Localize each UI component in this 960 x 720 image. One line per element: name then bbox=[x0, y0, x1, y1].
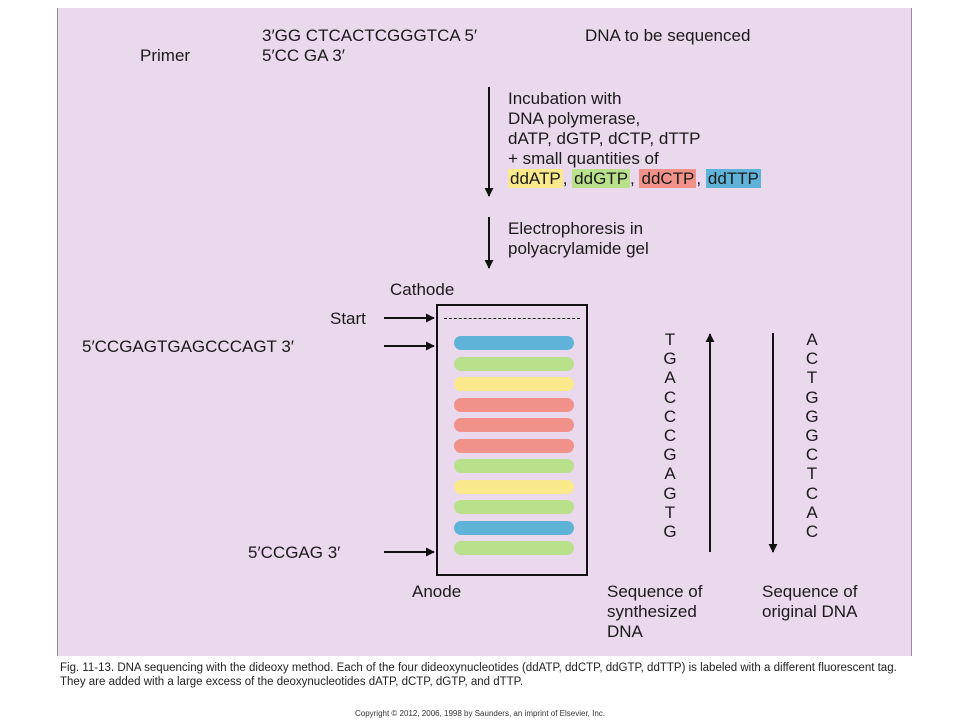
top-fragment-label: 5′CCGAGTGAGCCCAGT 3′ bbox=[82, 337, 294, 356]
step-electrophoresis-line: polyacrylamide gel bbox=[508, 239, 649, 258]
sequence-letter: C bbox=[805, 349, 819, 369]
step-incubation-line: dATP, dGTP, dCTP, dTTP bbox=[508, 129, 701, 148]
original-label-line: Sequence of bbox=[762, 582, 858, 601]
gel-band bbox=[454, 336, 574, 350]
step-electrophoresis: Electrophoresis in polyacrylamide gel bbox=[508, 219, 649, 259]
start-label: Start bbox=[330, 309, 366, 328]
primer-sequence: 5′CC GA 3′ bbox=[262, 46, 345, 65]
gel-band bbox=[454, 418, 574, 432]
sequence-letter: C bbox=[663, 406, 677, 426]
copyright-notice: Copyright © 2012, 2006, 1998 by Saunders… bbox=[354, 709, 606, 718]
bottom-fragment-label: 5′CCGAG 3′ bbox=[248, 543, 341, 562]
sequence-letter: G bbox=[805, 406, 819, 426]
start-line bbox=[444, 318, 580, 319]
ddgtp-label: ddGTP bbox=[572, 169, 631, 188]
gel-band bbox=[454, 377, 574, 391]
primer-label: Primer bbox=[140, 46, 191, 65]
gel-band bbox=[454, 500, 574, 514]
gel-band bbox=[454, 459, 574, 473]
sequence-letter: T bbox=[806, 368, 818, 388]
sequence-letter: A bbox=[664, 368, 676, 388]
sequence-letter: G bbox=[663, 522, 677, 542]
sequence-letter: G bbox=[663, 483, 677, 503]
sequence-letter: A bbox=[664, 464, 676, 484]
step-incubation-line: Incubation with bbox=[508, 89, 622, 108]
gel-band bbox=[454, 541, 574, 555]
gel-band bbox=[454, 356, 574, 371]
sequence-letter: T bbox=[664, 502, 676, 522]
anode-label: Anode bbox=[412, 582, 462, 601]
sequence-letter: G bbox=[663, 445, 677, 465]
template-strand: 3′GG CTCACTCGGGTCA 5′ bbox=[262, 26, 478, 45]
sequence-letter: G bbox=[663, 349, 677, 369]
gel-band bbox=[454, 438, 574, 453]
figure-caption: Fig. 11-13. DNA sequencing with the dide… bbox=[60, 662, 897, 688]
dideoxy-list: ddATP, ddGTP, ddCTP, ddTTP bbox=[508, 169, 761, 188]
original-label: Sequence of original DNA bbox=[762, 582, 857, 622]
synthesized-label-line: Sequence of bbox=[607, 582, 703, 601]
ddatp-label: ddATP bbox=[508, 169, 563, 188]
gel-band bbox=[454, 479, 574, 494]
step-incubation-line: + small quantities of bbox=[508, 149, 659, 168]
synthesized-label-line: DNA bbox=[607, 622, 643, 641]
sequence-letter: C bbox=[805, 445, 819, 465]
sequence-letter: A bbox=[806, 330, 818, 349]
sequence-letter: T bbox=[806, 464, 818, 484]
gel-band bbox=[454, 520, 574, 535]
step-incubation-line: DNA polymerase, bbox=[508, 109, 641, 128]
synthesized-label: Sequence of synthesized DNA bbox=[607, 582, 702, 642]
gel bbox=[436, 304, 588, 576]
sequence-letter: C bbox=[805, 522, 819, 542]
gel-band bbox=[454, 397, 574, 412]
sequence-letter: C bbox=[663, 387, 677, 407]
sequence-letter: T bbox=[664, 330, 676, 349]
sequence-letter: A bbox=[806, 502, 818, 522]
step-incubation: Incubation with DNA polymerase, dATP, dG… bbox=[508, 89, 761, 189]
original-label-line: original DNA bbox=[762, 602, 858, 621]
cathode-label: Cathode bbox=[390, 280, 455, 299]
ddctp-label: ddCTP bbox=[639, 169, 697, 188]
synthesized-label-line: synthesized bbox=[607, 602, 697, 621]
sequence-letter: G bbox=[805, 387, 819, 407]
template-label: DNA to be sequenced bbox=[585, 26, 751, 45]
sequence-letter: G bbox=[805, 426, 819, 446]
sequence-letter: C bbox=[663, 426, 677, 446]
step-electrophoresis-line: Electrophoresis in bbox=[508, 219, 644, 238]
sequence-letter: C bbox=[805, 483, 819, 503]
ddttp-label: ddTTP bbox=[705, 169, 761, 188]
